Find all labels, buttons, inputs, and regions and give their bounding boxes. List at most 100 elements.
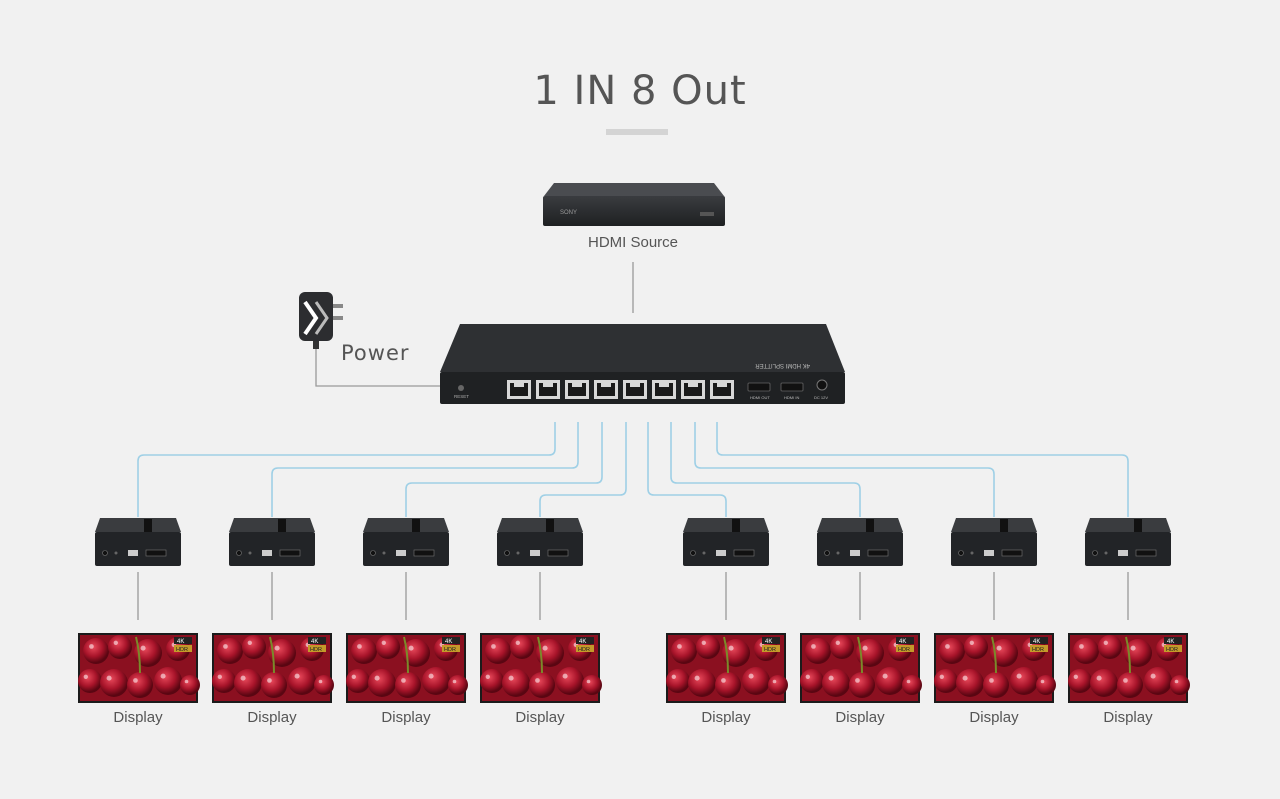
badge-4k-text: 4K (579, 639, 586, 645)
cherry-graphic (582, 675, 602, 695)
dc-port-label: DC 12V (814, 395, 828, 400)
badge-hdr (896, 645, 914, 652)
cherry-graphic (502, 669, 530, 697)
receiver-device (683, 518, 769, 566)
cherry-graphic (154, 667, 182, 695)
cherry-graphic (268, 639, 296, 667)
display-label: Display (515, 709, 565, 726)
receivers-group (95, 518, 1171, 566)
badge-4k (174, 637, 192, 644)
cherry-graphic (666, 669, 690, 693)
badge-hdr (762, 645, 780, 652)
cherry-graphic (83, 638, 109, 664)
badge-hdr (442, 645, 460, 652)
cherry-graphic (368, 669, 396, 697)
cherry-graphic (78, 669, 102, 693)
ethernet-cable (716, 422, 1129, 517)
cherry-graphic (1124, 639, 1152, 667)
cherry-graphic (288, 667, 316, 695)
ethernet-cable (405, 422, 603, 517)
ethernet-port (710, 380, 734, 399)
cherry-graphic (1117, 672, 1143, 698)
cherry-graphic (849, 672, 875, 698)
cherry-graphic (100, 669, 128, 697)
ethernet-port (536, 380, 560, 399)
display-label: Display (835, 709, 885, 726)
badge-4k (762, 637, 780, 644)
badge-4k (576, 637, 594, 644)
cherry-graphic (127, 672, 153, 698)
receiver-device (363, 518, 449, 566)
cherry-graphic (964, 635, 988, 659)
hdmi-source-device: SONY (543, 183, 725, 226)
receiver-device (95, 518, 181, 566)
cherry-graphic (261, 672, 287, 698)
cherry-graphic (422, 667, 450, 695)
badge-hdr (1164, 645, 1182, 652)
cherry-graphic (805, 638, 831, 664)
splitter-model-text: 4K HDMI SPLITTER (755, 362, 810, 368)
display-label: Display (701, 709, 751, 726)
power-label: Power (341, 341, 410, 365)
ethernet-port (681, 380, 705, 399)
cherry-graphic (234, 669, 262, 697)
cherry-graphic (715, 672, 741, 698)
cherry-graphic (1068, 669, 1092, 693)
display-screen: 4K HDR (480, 633, 602, 703)
receiver-device (817, 518, 903, 566)
cherry-graphic (696, 635, 720, 659)
cherry-graphic (448, 675, 468, 695)
cherry-graphic (983, 672, 1009, 698)
cherry-graphic (529, 672, 555, 698)
power-cable-line (315, 349, 440, 387)
cherry-graphic (108, 635, 132, 659)
display-screen: 4K HDR (934, 633, 1056, 703)
badge-4k (308, 637, 326, 644)
display-screen: 4K HDR (666, 633, 788, 703)
badge-hdr-text: HDR (578, 647, 590, 653)
hdmi-splitter-device: 4K HDMI SPLITTER RESET HDMI OUT HDMI IN … (440, 324, 845, 404)
cherry-graphic (1090, 669, 1118, 697)
cherry-graphic (956, 669, 984, 697)
badge-hdr (1030, 645, 1048, 652)
display-label: Display (381, 709, 431, 726)
display-screen: 4K HDR (1068, 633, 1190, 703)
badge-hdr (174, 645, 192, 652)
badge-hdr-text: HDR (444, 647, 456, 653)
badge-4k-text: 4K (311, 639, 318, 645)
cherry-graphic (134, 639, 162, 667)
cherry-graphic (822, 669, 850, 697)
display-label: Display (1103, 709, 1153, 726)
badge-4k-text: 4K (1167, 639, 1174, 645)
source-brand-text: SONY (560, 210, 577, 216)
hdmi-source-label: HDMI Source (587, 234, 679, 251)
badge-4k-text: 4K (765, 639, 772, 645)
badge-4k (1164, 637, 1182, 644)
hdmi-out-port-label: HDMI OUT (750, 395, 770, 400)
badge-4k-text: 4K (1033, 639, 1040, 645)
badge-hdr-text: HDR (1166, 647, 1178, 653)
cherry-graphic (800, 669, 824, 693)
hdmi-in-port-label: HDMI IN (784, 395, 799, 400)
cherry-graphic (242, 635, 266, 659)
receiver-device (951, 518, 1037, 566)
cherry-graphic (510, 635, 534, 659)
receiver-device (497, 518, 583, 566)
badge-4k (896, 637, 914, 644)
cherry-graphic (180, 675, 200, 695)
cherry-graphic (351, 638, 377, 664)
ethernet-port (652, 380, 676, 399)
badge-hdr-text: HDR (764, 647, 776, 653)
badge-4k (442, 637, 460, 644)
ethernet-port (507, 380, 531, 399)
ethernet-port (623, 380, 647, 399)
display-label: Display (247, 709, 297, 726)
cherry-graphic (939, 638, 965, 664)
cherry-graphic (1073, 638, 1099, 664)
cherry-graphic (990, 639, 1018, 667)
cherry-graphic (768, 675, 788, 695)
badge-hdr-text: HDR (1032, 647, 1044, 653)
